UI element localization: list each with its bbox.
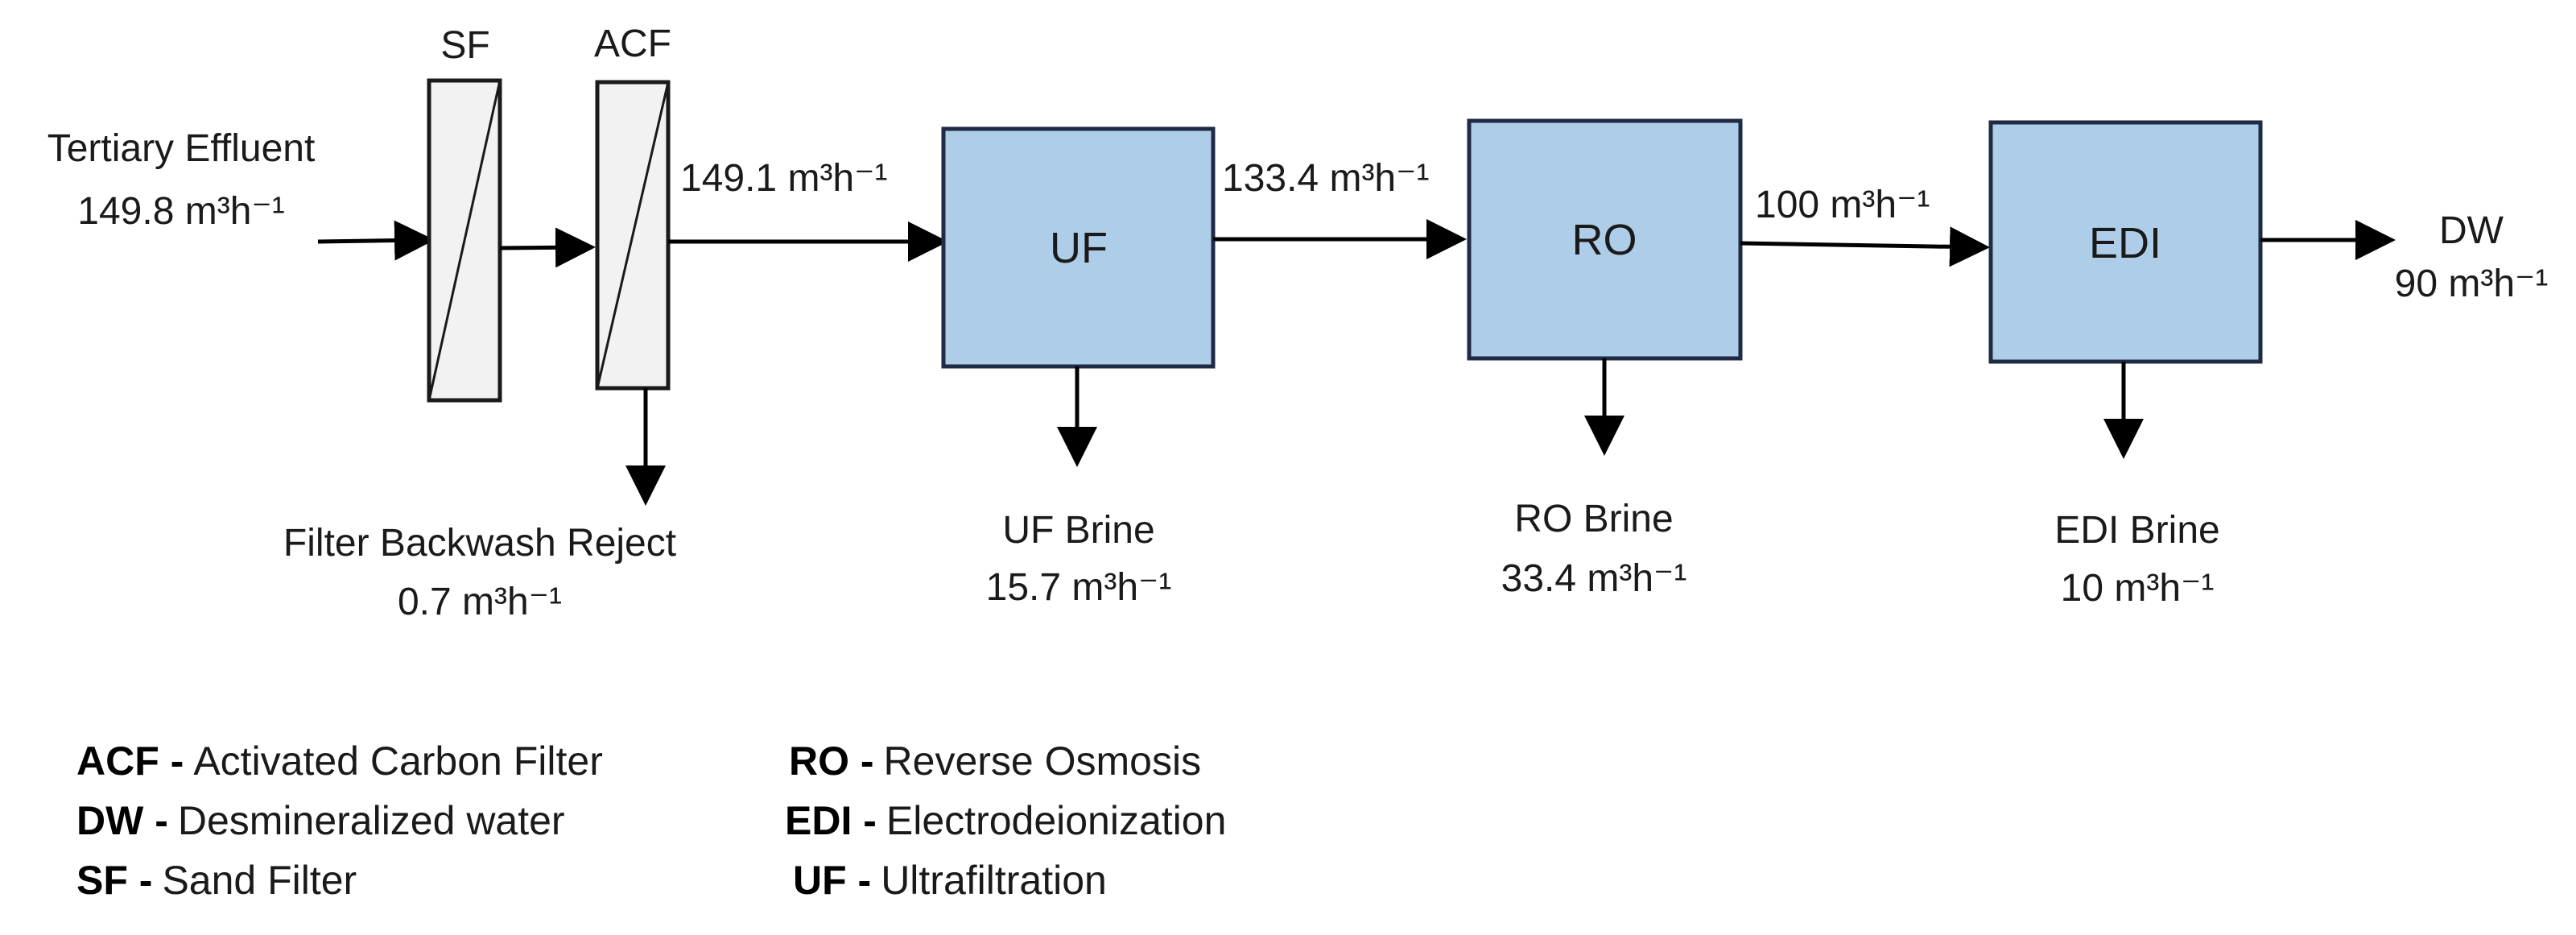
product-name-label: DW	[2439, 209, 2504, 252]
ro-to-edi-arrow	[1740, 226, 1990, 267]
ro-unit	[1467, 118, 1743, 361]
ro-brine-name: RO Brine	[1514, 498, 1673, 540]
product-flow-label: 90 m³h⁻¹	[2395, 263, 2549, 305]
filter-backwash-flow: 0.7 m³h⁻¹	[398, 581, 562, 623]
acf-title: ACF	[594, 23, 671, 65]
uf-unit	[941, 126, 1216, 369]
legend-item: SF -Sand Filter	[76, 858, 357, 903]
legend: ACF -Activated Carbon Filter DW -Desmine…	[76, 738, 1226, 903]
feed-flow-label: 149.8 m³h⁻¹	[77, 190, 284, 233]
sand-filter	[427, 78, 502, 403]
ro-brine-flow: 33.4 m³h⁻¹	[1501, 557, 1687, 600]
sf-title: SF	[440, 24, 489, 67]
uf-brine-name: UF Brine	[1002, 509, 1154, 552]
feed-name-label: Tertiary Effluent	[47, 127, 316, 170]
legend-item: DW -Desmineralized water	[76, 798, 565, 843]
legend-item: RO -Reverse Osmosis	[789, 738, 1201, 784]
edi-unit	[1988, 120, 2263, 364]
legend-item: UF -Ultrafiltration	[793, 858, 1107, 903]
filters-outlet-flow-label: 149.1 m³h⁻¹	[680, 157, 887, 200]
legend-item: EDI -Electrodeionization	[785, 798, 1226, 843]
uf-unit-label: UF	[1050, 224, 1108, 272]
legend-item: ACF -Activated Carbon Filter	[76, 738, 603, 784]
sf-to-acf-arrow	[499, 227, 596, 268]
edi-brine-flow: 10 m³h⁻¹	[2061, 567, 2215, 610]
activated-carbon-filter	[595, 80, 671, 391]
uf-brine-flow: 15.7 m³h⁻¹	[986, 566, 1172, 609]
ro-unit-label: RO	[1572, 216, 1637, 264]
feed-arrow	[317, 220, 435, 261]
uf-outlet-flow-label: 133.4 m³h⁻¹	[1222, 157, 1429, 200]
filter-backwash-name: Filter Backwash Reject	[283, 522, 676, 565]
ro-outlet-flow-label: 100 m³h⁻¹	[1755, 184, 1930, 226]
edi-unit-label: EDI	[2089, 219, 2161, 267]
edi-brine-name: EDI Brine	[2054, 509, 2219, 552]
